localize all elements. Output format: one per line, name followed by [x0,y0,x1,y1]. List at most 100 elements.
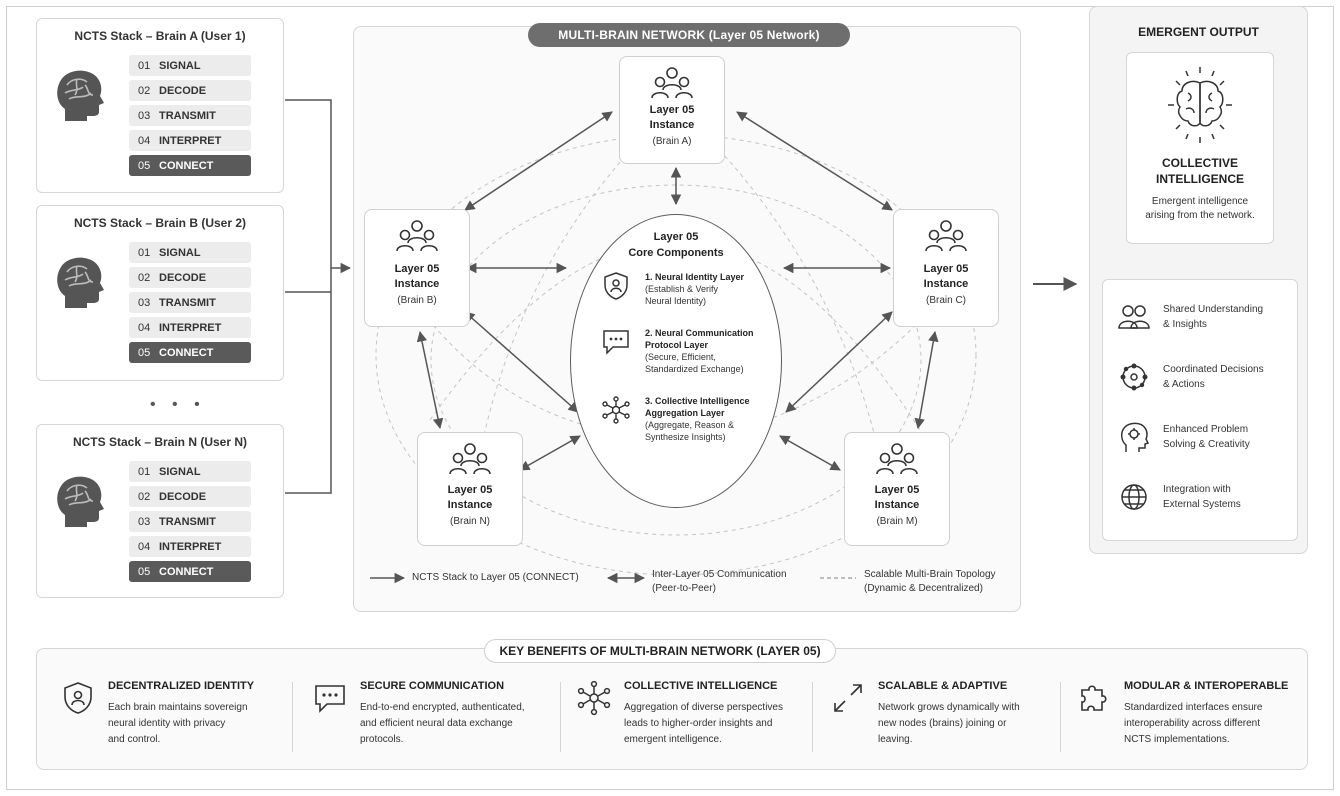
key-benefits-panel [36,648,1308,770]
globe-gear-icon [1121,484,1147,510]
benefit-desc-1: Network grows dynamically with [878,702,1020,713]
chat-bubble-icon [603,330,629,355]
output-text-1: Integration with [1163,484,1231,495]
node-title-2: Instance [874,499,920,511]
node-sub: (Brain B) [397,295,437,306]
layer-label: CONNECT [159,159,214,172]
component-title: 3. Collective Intelligence [645,396,750,406]
output-coordinated-decisions: Coordinated Decisions& Actions [1117,360,1291,394]
component-title: 1. Neural Identity Layer [645,272,745,282]
benefit-desc-1: Aggregation of diverse perspectives [624,702,783,713]
brain-head-icon [57,70,104,121]
benefit-desc-3: protocols. [360,734,404,745]
expand-arrows-icon [834,684,862,712]
benefit-desc-3: and control. [108,734,161,745]
emergent-outputs-list: Shared Understanding& Insights Coordinat… [1102,279,1298,541]
benefit-desc-3: NCTS implementations. [1124,734,1230,745]
output-text-2: External Systems [1163,499,1241,510]
benefit-desc-3: leaving. [878,734,913,745]
layer-label: CONNECT [159,565,214,578]
stack-title: NCTS Stack – Brain B (User 2) [73,216,247,230]
legend-peer: Inter-Layer 05 Communication (Peer-to-Pee… [652,568,787,596]
benefit-desc-1: Each brain maintains sovereign [108,702,248,713]
layer-label: SIGNAL [159,246,201,259]
component-title-2: Aggregation Layer [645,408,725,418]
layer05-node-brain-a: Layer 05 Instance (Brain A) [619,56,725,164]
node-title-1: Layer 05 [649,104,695,116]
ci-title-2: INTELLIGENCE [1155,172,1244,186]
benefit-title: DECENTRALIZED IDENTITY [108,680,255,692]
benefit-divider [812,682,813,752]
output-text-2: & Insights [1163,319,1207,330]
benefit-title: SCALABLE & ADAPTIVE [878,680,1008,692]
component-title-2: Protocol Layer [645,340,709,350]
layer-number: 01 [138,465,151,478]
benefit-desc-2: neural identity with privacy [108,718,226,729]
node-sub: (Brain A) [652,136,692,147]
layer-number: 01 [138,59,151,72]
puzzle-icon [1081,685,1107,711]
node-title-2: Instance [649,119,695,131]
legend-connect: NCTS Stack to Layer 05 (CONNECT) [412,571,579,585]
legend-text: NCTS Stack to Layer 05 (CONNECT) [412,572,579,583]
legend-topology: Scalable Multi-Brain Topology(Dynamic & … [864,568,996,596]
legend-text: Inter-Layer 05 Communication [652,569,787,580]
brain-head-icon [57,476,104,527]
hub-nodes-icon [602,396,630,424]
more-stacks-ellipsis: • • • [150,396,206,413]
benefit-title: SECURE COMMUNICATION [360,680,505,692]
benefit-decentralized-identity: DECENTRALIZED IDENTITY Each brain maintai… [60,680,254,748]
node-sub: (Brain N) [449,516,490,527]
group-icon [396,220,438,252]
people-icon [1118,305,1150,329]
component-desc-1: (Aggregate, Reason & [645,420,735,430]
component-desc-2: Standardized Exchange) [645,364,744,374]
output-text-1: Enhanced Problem [1163,424,1249,435]
layer-label: CONNECT [159,346,214,359]
layer-row-connect: 05 CONNECT [129,561,251,582]
legend-text-2: (Peer-to-Peer) [652,583,716,594]
core-component-identity: 1. Neural Identity Layer(Establish & Ver… [601,271,761,307]
brain-head-icon [57,257,104,308]
component-desc-2: Synthesize Insights) [645,432,726,442]
node-title-1: Layer 05 [394,263,440,275]
layer-number: 05 [138,565,151,578]
node-sub: (Brain C) [925,295,966,306]
network-title-pill: MULTI-BRAIN NETWORK (Layer 05 Network) [528,23,850,47]
emergent-title: EMERGENT OUTPUT [1138,25,1259,39]
layer-number: 04 [138,321,151,334]
benefit-scalable-adaptive: SCALABLE & ADAPTIVE Network grows dynamic… [830,680,1020,748]
outer-frame [6,6,1334,790]
output-text-2: & Actions [1163,379,1205,390]
node-title-2: Instance [923,278,969,290]
group-icon [449,443,491,475]
output-shared-understanding: Shared Understanding& Insights [1117,300,1291,334]
layer-label: INTERPRET [159,540,222,553]
benefit-divider [292,682,293,752]
group-icon [925,220,967,252]
layer-number: 04 [138,134,151,147]
benefit-desc-2: leads to higher-order insights and [624,718,773,729]
layer-label: INTERPRET [159,321,222,334]
benefit-desc-1: Standardized interfaces ensure [1124,702,1263,713]
